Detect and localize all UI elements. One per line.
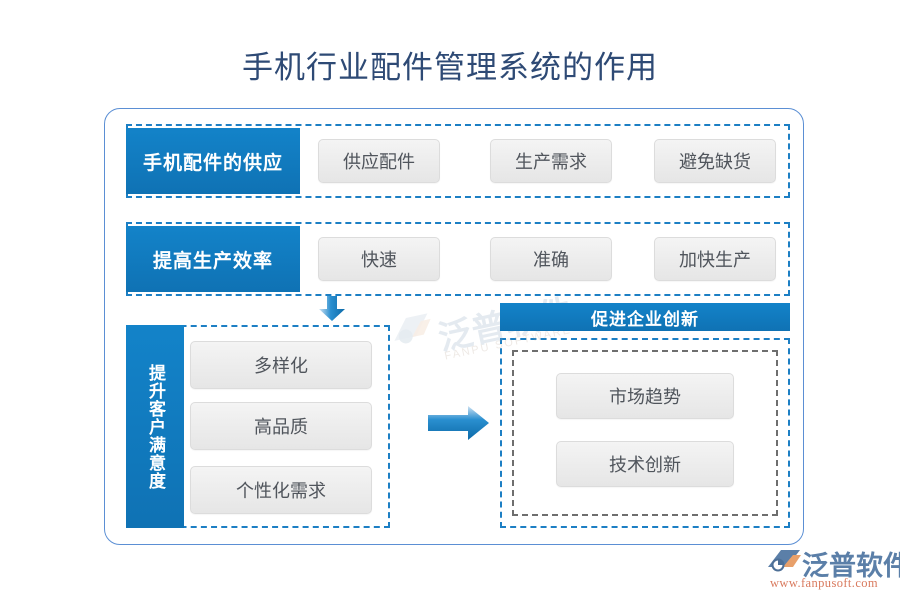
item-box-satisfaction-2[interactable]: 个性化需求 <box>190 466 372 514</box>
section-header-efficiency[interactable]: 提高生产效率 <box>126 226 300 292</box>
section-header-satisfaction[interactable]: 提升客户满意度 <box>126 325 184 528</box>
brand-url: www.fanpusoft.com <box>770 576 879 590</box>
item-box-supply-1[interactable]: 生产需求 <box>490 139 612 183</box>
brand-logo: 泛普软件 www.fanpusoft.com <box>762 544 900 594</box>
item-box-satisfaction-1[interactable]: 高品质 <box>190 402 372 450</box>
brand-name: 泛普软件 <box>802 551 900 581</box>
dashed-container-innovation-outer <box>500 338 790 528</box>
item-box-innovation-0[interactable]: 市场趋势 <box>556 373 734 419</box>
item-box-satisfaction-0[interactable]: 多样化 <box>190 341 372 389</box>
item-box-supply-0[interactable]: 供应配件 <box>318 139 440 183</box>
dashed-container-innovation-inner <box>512 350 778 516</box>
item-box-efficiency-0[interactable]: 快速 <box>318 237 440 281</box>
arrow-right-icon <box>428 406 489 440</box>
item-box-innovation-1[interactable]: 技术创新 <box>556 441 734 487</box>
section-header-innovation[interactable]: 促进企业创新 <box>500 303 790 331</box>
section-header-supply[interactable]: 手机配件的供应 <box>126 128 300 194</box>
item-box-efficiency-1[interactable]: 准确 <box>490 237 612 281</box>
item-box-efficiency-2[interactable]: 加快生产 <box>654 237 776 281</box>
outer-frame <box>104 108 804 545</box>
brand-mark-icon <box>768 550 801 572</box>
item-box-supply-2[interactable]: 避免缺货 <box>654 139 776 183</box>
page-title: 手机行业配件管理系统的作用 <box>242 50 658 85</box>
arrow-down-icon <box>319 296 345 321</box>
